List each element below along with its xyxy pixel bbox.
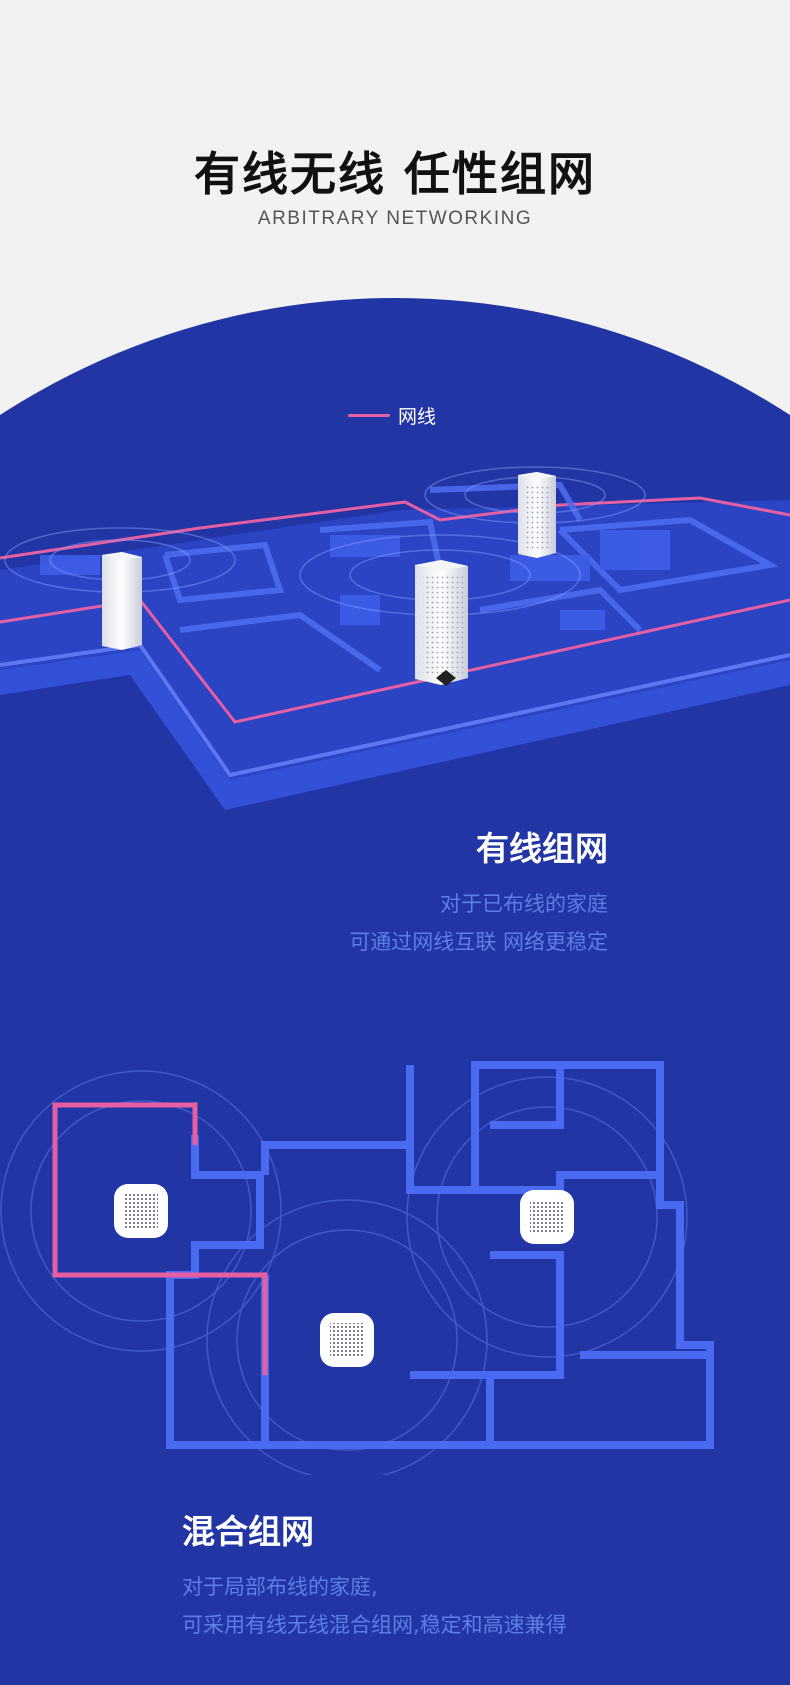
cable-legend: 网线 [348,402,436,429]
wired-section-title: 有线组网 [476,829,608,868]
wired-section-description: 对于已布线的家庭 可通过网线互联 网络更稳定 [349,885,608,961]
mesh-router-tower-icon [415,560,468,686]
page-subtitle: ARBITRARY NETWORKING [257,208,533,229]
hybrid-desc-line: 可采用有线无线混合组网,稳定和高速兼得 [182,1613,567,1637]
hybrid-section-title: 混合组网 [182,1512,314,1551]
wired-network-floorplan-illustration [0,466,790,810]
mesh-router-tower-icon [518,472,556,558]
wired-desc-line: 对于已布线的家庭 [440,892,608,916]
mesh-router-puck-icon [114,1184,168,1238]
mesh-router-tower-icon [102,552,142,650]
mesh-router-puck-icon [320,1313,374,1367]
cable-legend-swatch [348,414,390,417]
hybrid-section-description: 对于局部布线的家庭, 可采用有线无线混合组网,稳定和高速兼得 [182,1568,567,1644]
mesh-router-puck-icon [520,1190,574,1244]
page-title: 有线无线 任性组网 [193,147,596,201]
wired-desc-line: 可通过网线互联 网络更稳定 [349,930,608,954]
hybrid-network-floorplan-illustration [0,1061,714,1475]
blue-background-fill [0,800,790,1685]
cable-legend-label: 网线 [398,406,437,428]
hybrid-desc-line: 对于局部布线的家庭, [182,1575,378,1599]
